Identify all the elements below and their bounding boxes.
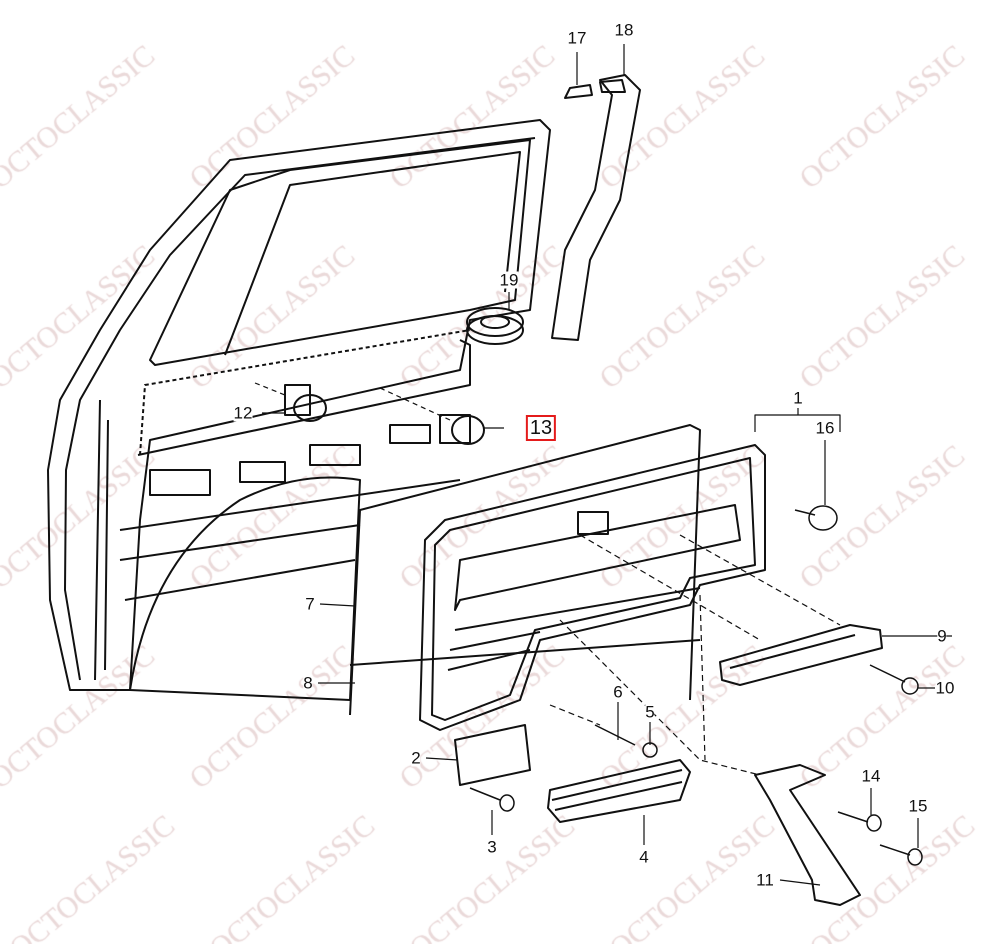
pull-handle — [754, 764, 861, 906]
window-seal — [551, 74, 641, 341]
callout-9: 9 — [937, 626, 947, 646]
callout-7: 7 — [305, 594, 315, 614]
callout-4: 4 — [639, 847, 649, 867]
callout-18: 18 — [614, 20, 634, 40]
callout-6: 6 — [613, 682, 623, 702]
callout-14: 14 — [861, 766, 881, 786]
backing-sheet — [349, 424, 701, 716]
lower-armrest — [547, 759, 691, 823]
armrest — [719, 624, 883, 686]
door-trim-panel — [419, 444, 766, 731]
callout-15: 15 — [908, 796, 928, 816]
callout-3: 3 — [487, 837, 497, 857]
callout-1: 1 — [793, 388, 803, 408]
callout-16: 16 — [815, 418, 835, 438]
door-shell — [47, 119, 551, 691]
callout-11: 11 — [756, 870, 774, 890]
callout-10: 10 — [935, 678, 955, 698]
callout-2: 2 — [411, 748, 421, 768]
window-frame — [149, 139, 531, 366]
callout-19: 19 — [499, 270, 519, 290]
bracket — [454, 724, 531, 786]
callout-12: 12 — [233, 403, 253, 423]
callout-13: 13 — [525, 415, 557, 441]
callout-5: 5 — [645, 702, 655, 722]
callout-8: 8 — [303, 673, 313, 693]
callout-17: 17 — [567, 28, 587, 48]
